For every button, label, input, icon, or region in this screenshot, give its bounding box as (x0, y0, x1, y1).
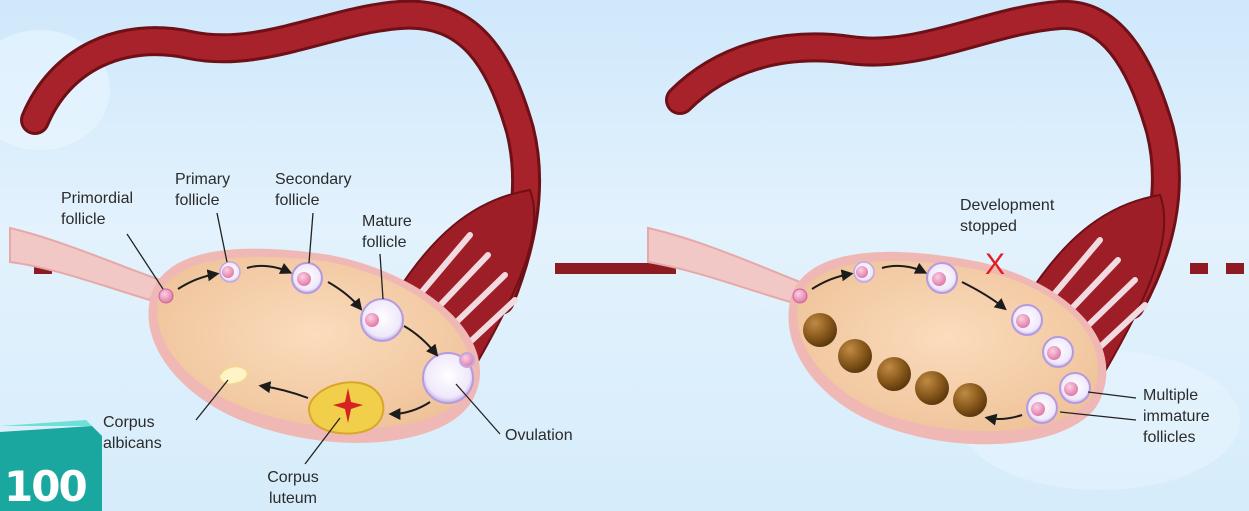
primordial-follicle (159, 289, 173, 303)
mature-follicle-oocyte (365, 313, 379, 327)
cyst (877, 357, 911, 391)
label-mature-follicle: Mature follicle (362, 211, 442, 253)
label-development-stopped: Development stopped (960, 195, 1080, 237)
cyst (953, 383, 987, 417)
dash-segment (1226, 263, 1244, 274)
cyst (803, 313, 837, 347)
released-oocyte (460, 353, 474, 367)
label-primary-follicle: Primary follicle (175, 169, 255, 211)
immature-follicle-oocyte (1016, 314, 1030, 328)
primordial-follicle (793, 289, 807, 303)
label-multiple-immature-follicles: Multiple immature follicles (1143, 385, 1243, 448)
right-ovary-system (648, 15, 1166, 444)
immature-follicle-oocyte (1064, 382, 1078, 396)
label-primordial-follicle: Primordial follicle (61, 188, 157, 230)
label-ovulation: Ovulation (505, 425, 605, 446)
immature-follicle-oocyte (1031, 402, 1045, 416)
label-corpus-albicans: Corpus albicans (103, 412, 193, 454)
primary-follicle-oocyte (856, 266, 868, 278)
ovarian-ligament (648, 228, 800, 302)
cyst (915, 371, 949, 405)
ovarian-ligament (10, 228, 160, 300)
stop-mark: X (985, 249, 1005, 281)
label-secondary-follicle: Secondary follicle (275, 169, 375, 211)
dash-segment (1190, 263, 1208, 274)
secondary-follicle-oocyte (932, 272, 946, 286)
label-corpus-luteum: Corpus luteum (253, 467, 333, 509)
badge-text: 100 (4, 462, 86, 511)
immature-follicle-oocyte (1047, 346, 1061, 360)
primary-follicle-oocyte (222, 266, 234, 278)
secondary-follicle-oocyte (297, 272, 311, 286)
cyst (838, 339, 872, 373)
